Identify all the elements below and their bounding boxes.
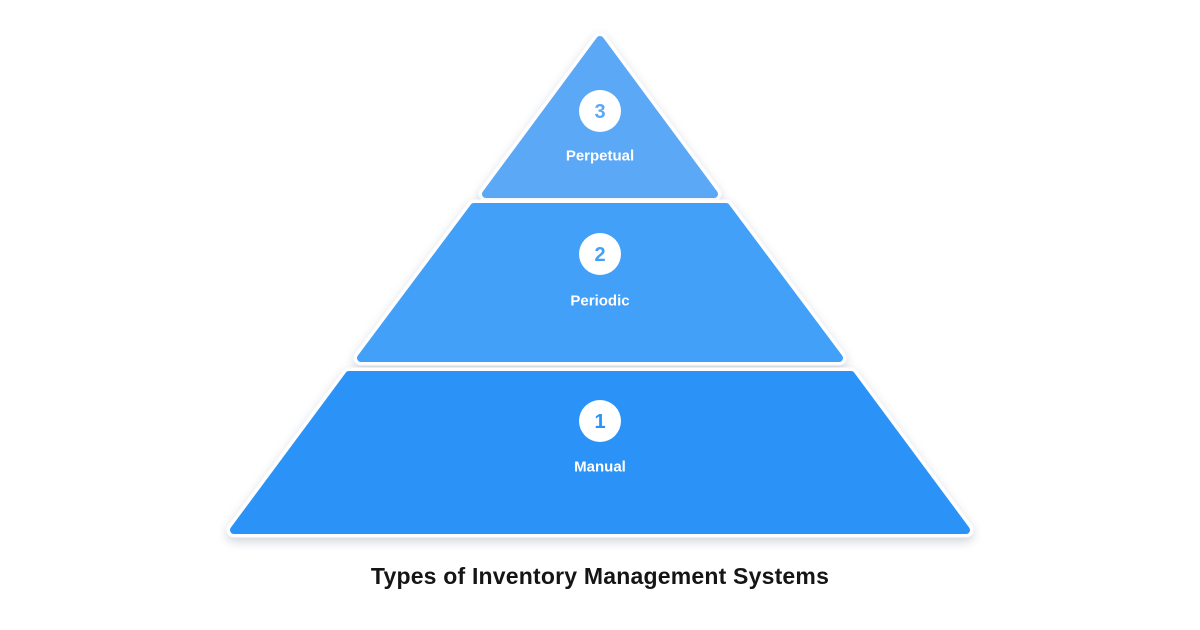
tier-periodic-shape bbox=[361, 207, 839, 358]
tier-manual-shape-stroke bbox=[230, 371, 970, 534]
level-label-manual: Manual bbox=[574, 459, 626, 476]
level-label-perpetual: Perpetual bbox=[566, 148, 634, 165]
tier-perpetual: 3 Perpetual bbox=[478, 32, 722, 202]
tier-perpetual-shape-stroke bbox=[482, 36, 718, 198]
tier-periodic-shape-stroke bbox=[357, 203, 843, 362]
level-badge-1 bbox=[579, 400, 621, 442]
level-number-2: 2 bbox=[594, 244, 605, 266]
tier-manual-shape bbox=[234, 375, 966, 530]
diagram-title: Types of Inventory Management Systems bbox=[370, 563, 830, 589]
level-number-1: 1 bbox=[594, 411, 605, 433]
tier-manual: 1 Manual bbox=[226, 367, 974, 538]
level-label-periodic: Periodic bbox=[570, 293, 629, 310]
tier-periodic: 2 Periodic bbox=[353, 199, 847, 366]
level-badge-3 bbox=[579, 90, 621, 132]
level-badge-2 bbox=[579, 233, 621, 275]
level-number-3: 3 bbox=[594, 101, 605, 123]
